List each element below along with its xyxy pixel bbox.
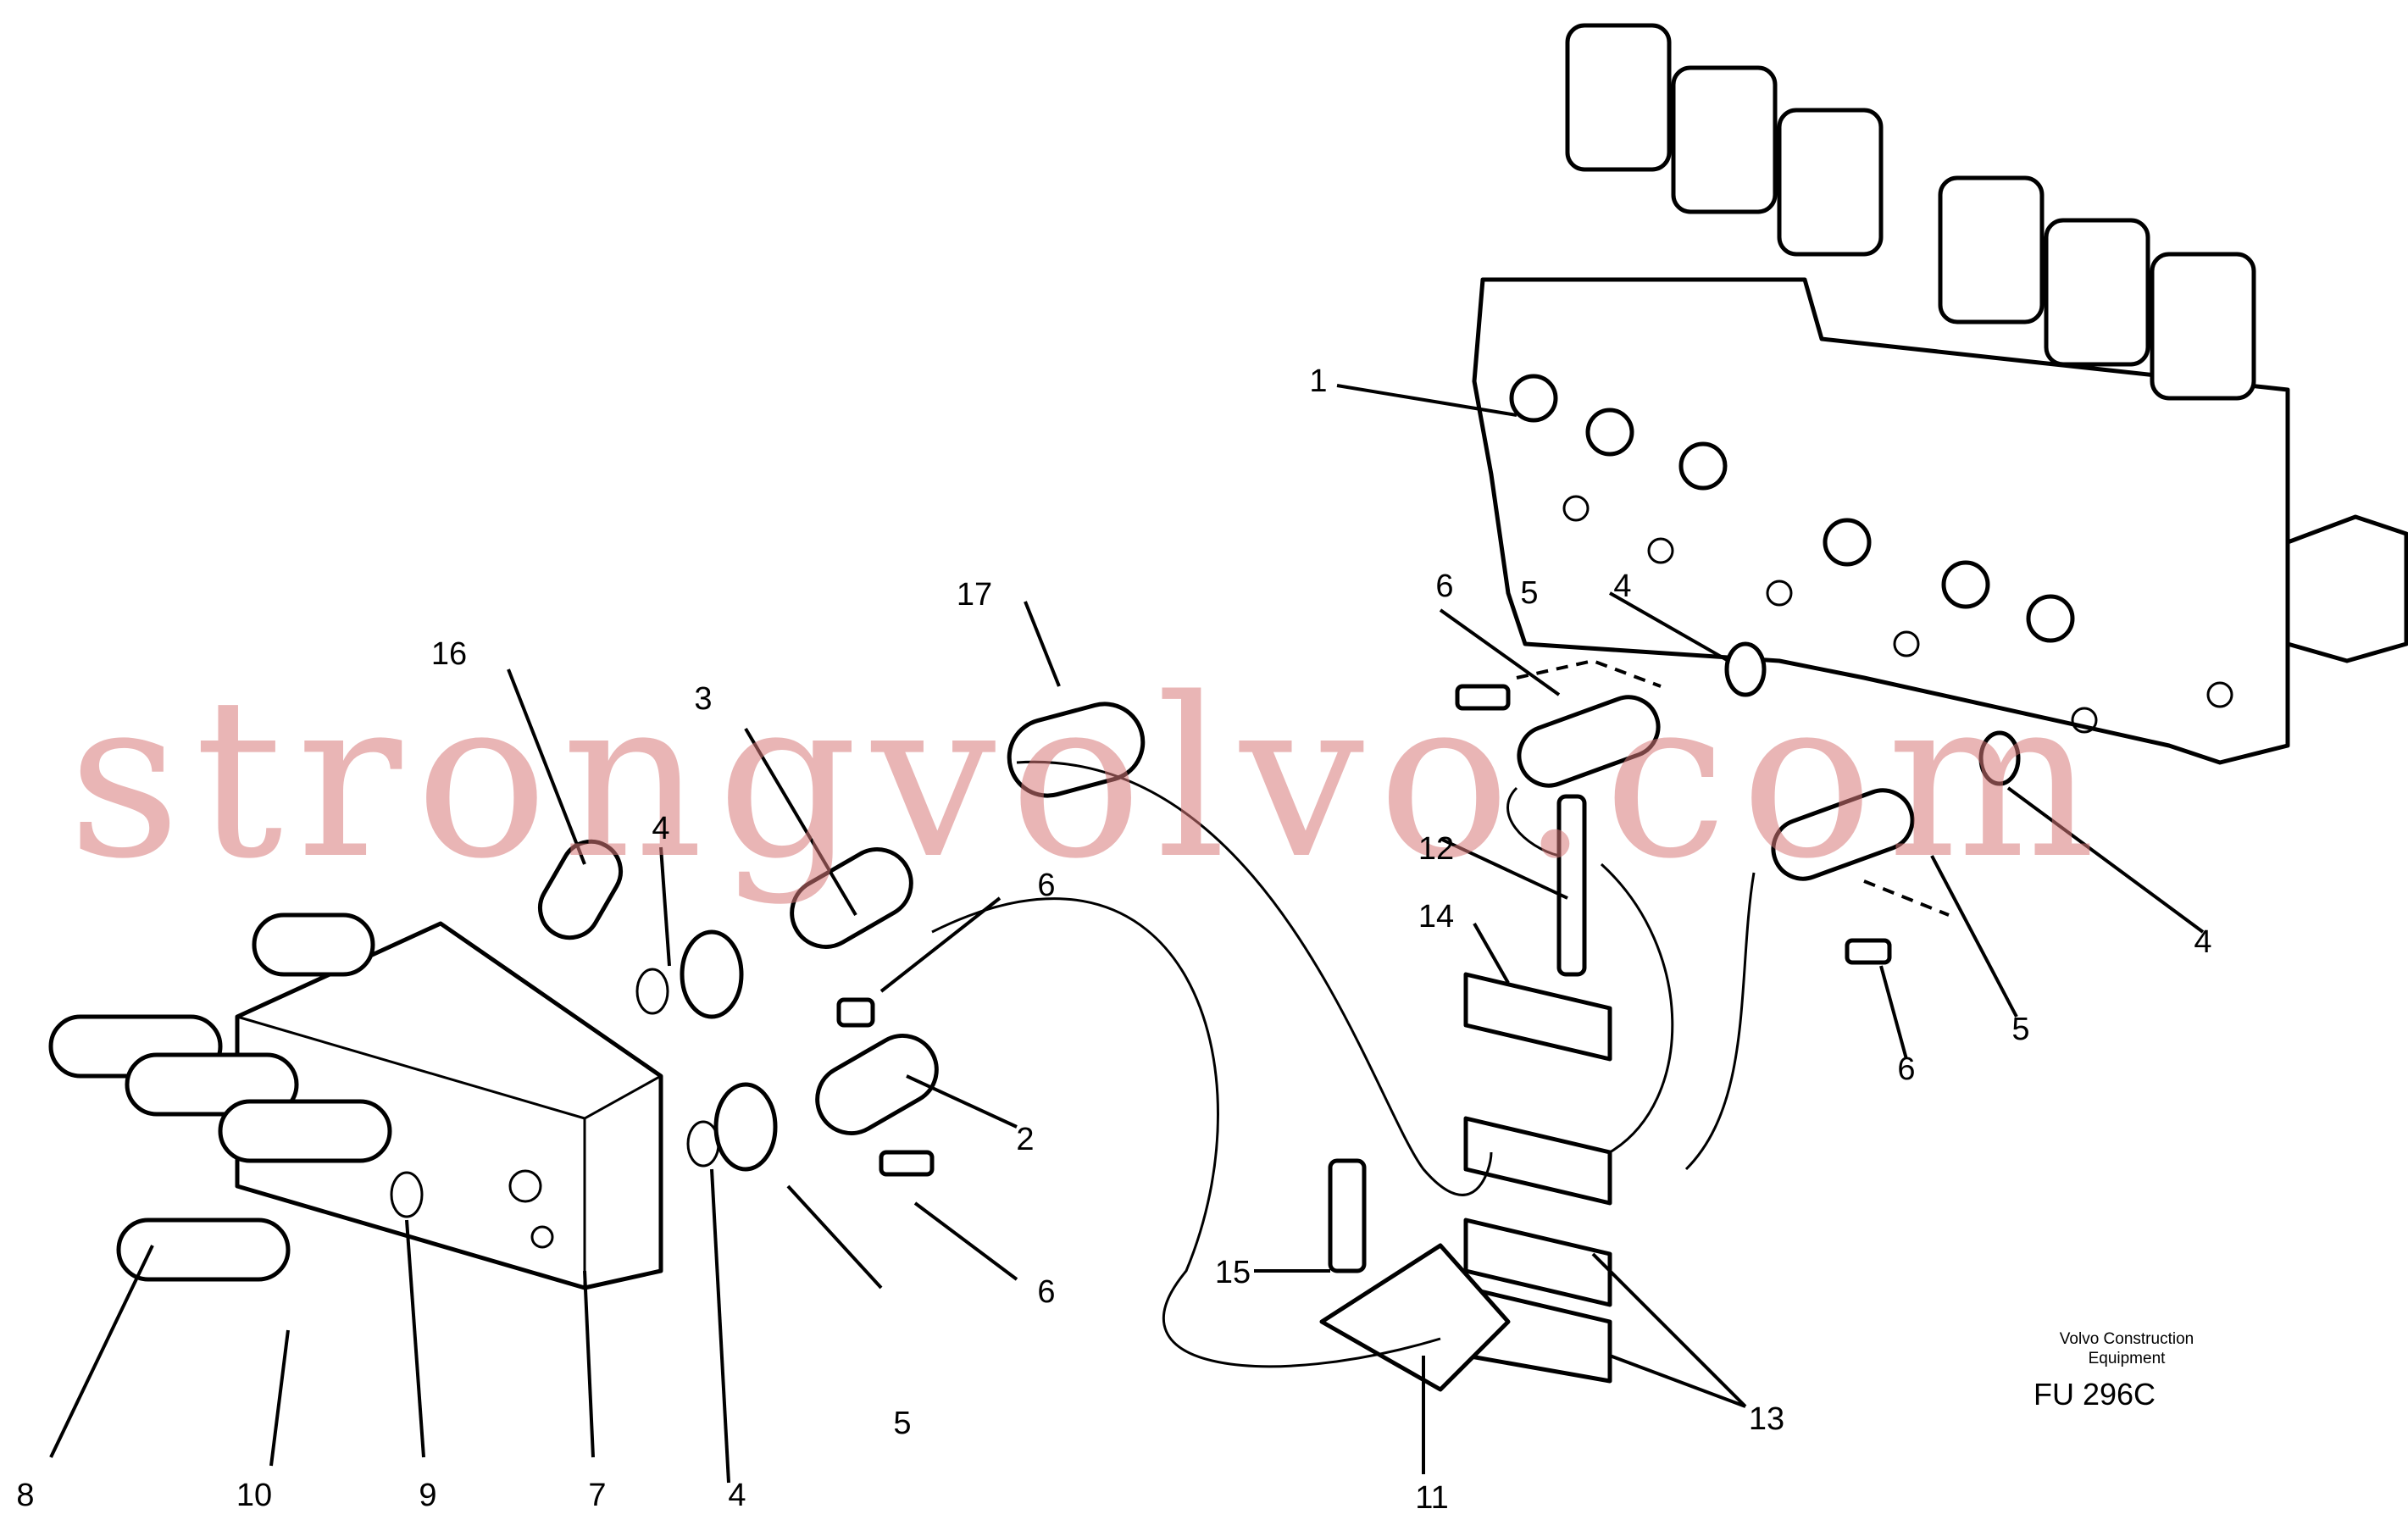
- small-valve-block: [235, 921, 663, 1290]
- leader-lines: [49, 384, 2205, 1484]
- callout-11: 11: [1415, 1480, 1449, 1516]
- clamp-assembly: [931, 760, 1756, 1392]
- callout-15: 15: [1214, 1255, 1251, 1290]
- callout-3: 3: [694, 681, 713, 717]
- control-valve-block: [1472, 23, 2408, 765]
- callout-9: 9: [419, 1478, 437, 1513]
- callout-12: 12: [1418, 831, 1455, 867]
- callout-5b: 5: [2011, 1012, 2030, 1047]
- callout-1: 1: [1309, 363, 1328, 399]
- callout-4c: 4: [1613, 569, 1632, 604]
- figure-id: FU 296C: [2033, 1377, 2156, 1412]
- callout-14: 14: [1418, 899, 1455, 935]
- callout-6a: 6: [1435, 569, 1454, 604]
- callout-16: 16: [430, 636, 468, 672]
- callout-4d: 4: [2194, 924, 2212, 960]
- callout-7: 7: [588, 1478, 607, 1513]
- callout-6d: 6: [1037, 1274, 1056, 1310]
- callout-4b: 4: [728, 1478, 746, 1513]
- callout-13: 13: [1748, 1401, 1785, 1437]
- callout-6b: 6: [1897, 1051, 1916, 1087]
- callout-6c: 6: [1037, 868, 1056, 903]
- hose-group-left: [48, 839, 623, 1282]
- manufacturer-credit: Volvo Construction Equipment: [2008, 1330, 2245, 1369]
- callout-5c: 5: [893, 1406, 912, 1441]
- callout-4a: 4: [652, 811, 670, 846]
- credit-line-2: Equipment: [2088, 1349, 2166, 1367]
- callout-8: 8: [16, 1478, 35, 1513]
- right-fittings: [1455, 641, 2021, 965]
- callout-10: 10: [236, 1478, 273, 1513]
- callout-5a: 5: [1520, 575, 1539, 611]
- callout-2: 2: [1016, 1122, 1035, 1157]
- callout-17: 17: [956, 577, 993, 613]
- credit-line-1: Volvo Construction: [2059, 1330, 2194, 1348]
